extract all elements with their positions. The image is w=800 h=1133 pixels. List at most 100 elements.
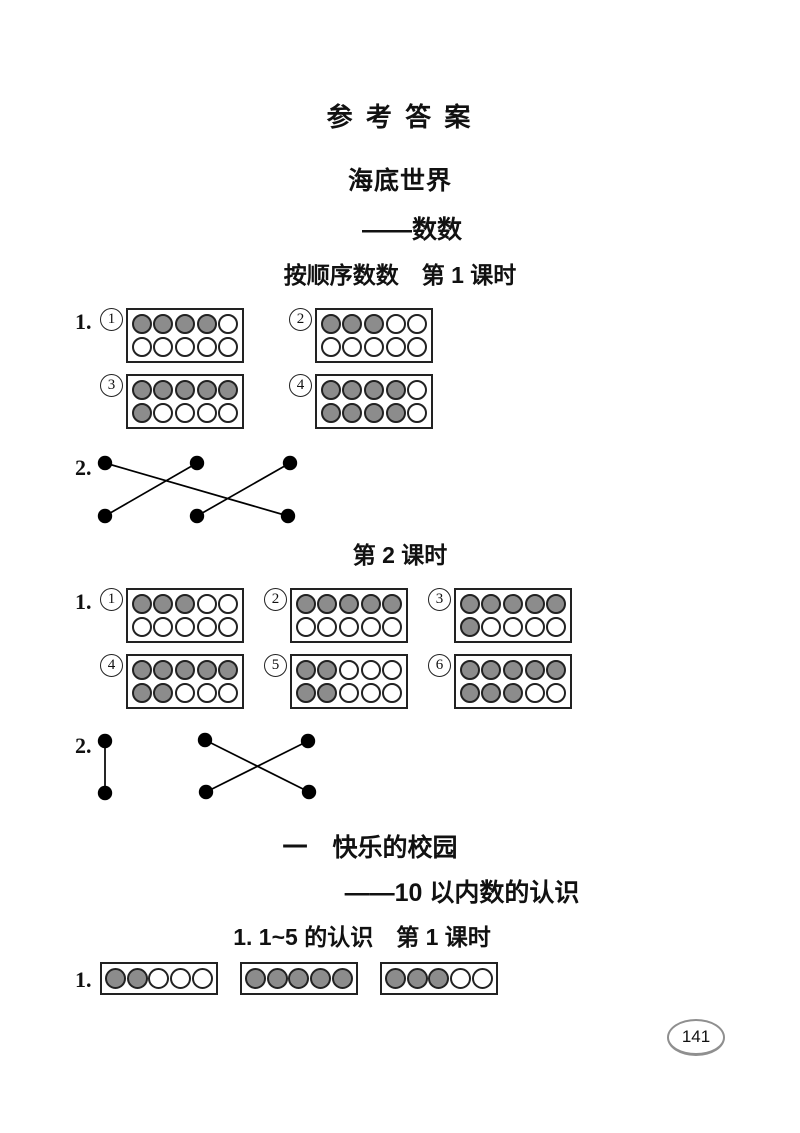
empty-circle [196,617,217,638]
frame-circles-row [130,683,240,704]
filled-circle [338,593,359,614]
answer-frame: 1 [100,308,244,363]
empty-circle [407,403,428,424]
filled-circle [153,313,174,334]
empty-circle [338,659,359,680]
empty-circle [502,617,523,638]
page-title: 参 考 答 案 [326,102,474,132]
empty-circle [363,337,384,358]
match-dot [189,508,205,524]
filled-circle [174,593,195,614]
circled-number: 1 [100,588,123,611]
answer-frame: 1 [100,588,244,643]
frame-circles-row [130,313,240,334]
match-dot [198,784,214,800]
empty-circle [524,617,545,638]
filled-circle [360,593,381,614]
unit1-lesson2-heading: 第 2 课时 [352,542,448,568]
match-dot [197,732,213,748]
filled-circle [196,313,217,334]
empty-circle [382,659,403,680]
empty-circle [382,617,403,638]
question-number: 1. [75,589,92,614]
unit2-lesson1-heading: 1. 1~5 的认识 第 1 课时 [233,924,491,950]
ten-frame-box [126,588,244,643]
filled-circle [317,659,338,680]
empty-circle [546,683,567,704]
filled-circle [244,968,266,989]
question-number: 1. [75,967,92,992]
match-dot [280,508,296,524]
empty-circle [153,617,174,638]
frames-row: 1. 1 2 3 [75,588,572,643]
match-line [205,740,309,793]
answer-frame: 5 [264,654,408,709]
empty-circle [218,593,239,614]
empty-circle [174,337,195,358]
ten-frame-box [126,654,244,709]
frame-circles-row [130,337,240,358]
match-dot [97,785,113,801]
ten-frame-box [290,588,408,643]
circled-number: 4 [100,654,123,677]
filled-circle [153,379,174,400]
frame-circles-row [458,683,568,704]
counting-strip [380,962,498,995]
frame-circles-row [130,593,240,614]
unit2-lesson1-question1: 1. [75,962,498,995]
filled-circle [459,593,480,614]
empty-circle [524,683,545,704]
frame-circles-row [458,593,568,614]
filled-circle [363,379,384,400]
filled-circle [218,659,239,680]
empty-circle [192,968,214,989]
match-dot [97,508,113,524]
empty-circle [218,313,239,334]
filled-circle [131,593,152,614]
page-number: 141 [681,1027,711,1046]
filled-circle [546,593,567,614]
filled-circle [295,593,316,614]
unit2-subtitle: ——10 以内数的认识 [344,879,580,907]
filled-circle [481,659,502,680]
filled-circle [428,968,450,989]
question-number-spacer [75,374,100,377]
match-dot [189,455,205,471]
match-dot [97,455,113,471]
ten-frame-box [290,654,408,709]
match-dot [300,733,316,749]
question-number-spacer [75,654,100,657]
answer-frame: 4 [289,374,433,429]
answer-frame: 3 [428,588,572,643]
empty-circle [218,683,239,704]
ten-frame-box [454,654,572,709]
circled-number: 2 [289,308,312,331]
filled-circle [131,313,152,334]
counting-strip [100,962,218,995]
filled-circle [459,617,480,638]
filled-circle [385,403,406,424]
filled-circle [363,403,384,424]
empty-circle [196,403,217,424]
filled-circle [385,379,406,400]
filled-circle [196,659,217,680]
empty-circle [342,337,363,358]
question-number: 2. [75,733,92,758]
frame-circles-row [319,337,429,358]
filled-circle [174,313,195,334]
frame-circles-row [319,313,429,334]
frame-circles-row [130,617,240,638]
filled-circle [131,659,152,680]
ten-frame-box [126,374,244,429]
filled-circle [481,683,502,704]
unit1-lesson1-heading: 按顺序数数 第 1 课时 [283,262,517,288]
unit1-lesson2-question2: 2. [75,726,405,811]
circled-number: 2 [264,588,287,611]
unit1-lesson1-question2: 2. [75,448,395,543]
filled-circle [153,659,174,680]
filled-circle [524,593,545,614]
page-number-badge: 141 [667,1019,725,1056]
match-line [196,462,291,517]
